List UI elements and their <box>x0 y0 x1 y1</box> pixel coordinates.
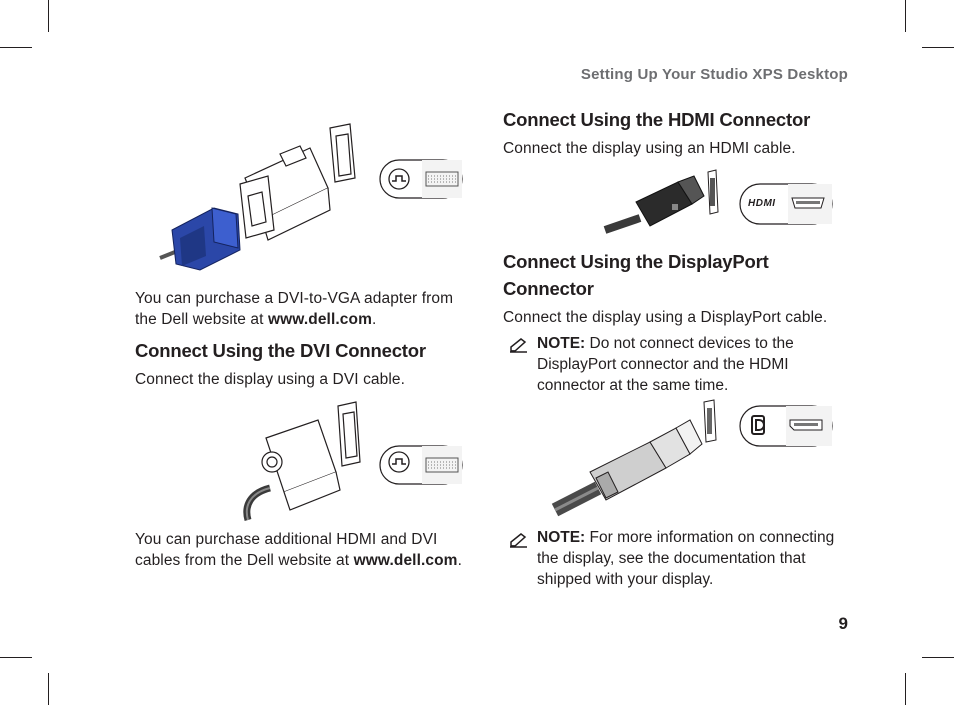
dvi-vga-adapter-illustration <box>159 123 463 271</box>
note-label: NOTE: <box>537 335 586 352</box>
dvi-section-heading: Connect Using the DVI Connector <box>135 340 426 361</box>
note-displayport-warning: NOTE: Do not connect devices to the Disp… <box>537 333 827 396</box>
crop-mark <box>48 673 49 705</box>
note-documentation: NOTE: For more information on connecting… <box>537 527 847 590</box>
crop-mark <box>922 657 954 658</box>
dell-website-link[interactable]: www.dell.com <box>267 311 372 328</box>
paragraph-tail: . <box>371 311 377 328</box>
note-text: For more information on connecting the d… <box>537 529 835 588</box>
vga-adapter-paragraph: You can purchase a DVI-to-VGA adapter fr… <box>135 288 475 330</box>
paragraph-text: You can purchase a DVI-to-VGA adapter fr… <box>135 290 454 328</box>
dvi-cable-illustration <box>243 401 463 521</box>
crop-mark <box>905 0 906 32</box>
note-text: Do not connect devices to the DisplayPor… <box>537 335 794 394</box>
running-header: Setting Up Your Studio XPS Desktop <box>580 66 848 83</box>
crop-mark <box>0 47 32 48</box>
displayport-port-icon <box>752 416 768 434</box>
page-number: 9 <box>838 614 848 633</box>
dvi-port-icon <box>388 168 410 190</box>
crop-mark <box>48 0 49 32</box>
dvi-section-text: Connect the display using a DVI cable. <box>135 371 406 388</box>
paragraph-tail: . <box>457 552 462 569</box>
dvi-port-icon <box>388 451 410 473</box>
displayport-section-text: Connect the display using a DisplayPort … <box>503 309 828 326</box>
hdmi-section-heading: Connect Using the HDMI Connector <box>503 109 811 130</box>
heading-line: Connector <box>503 278 594 299</box>
displayport-section-heading: Connect Using the DisplayPort Connector <box>503 248 769 302</box>
note-pencil-icon <box>510 533 527 548</box>
hdmi-port-icon: HDMI <box>748 198 776 209</box>
crop-mark <box>905 673 906 705</box>
cables-paragraph: You can purchase additional HDMI and DVI… <box>135 529 480 571</box>
heading-line: Connect Using the DisplayPort <box>503 251 769 272</box>
note-label: NOTE: <box>537 529 586 546</box>
crop-mark <box>922 47 954 48</box>
hdmi-section-text: Connect the display using an HDMI cable. <box>503 140 796 157</box>
hdmi-cable-illustration <box>603 169 833 234</box>
paragraph-text: You can purchase additional HDMI and DVI… <box>135 531 438 569</box>
crop-mark <box>0 657 32 658</box>
displayport-cable-illustration <box>551 399 833 517</box>
note-pencil-icon <box>510 338 527 353</box>
dell-website-link[interactable]: www.dell.com <box>353 552 458 569</box>
